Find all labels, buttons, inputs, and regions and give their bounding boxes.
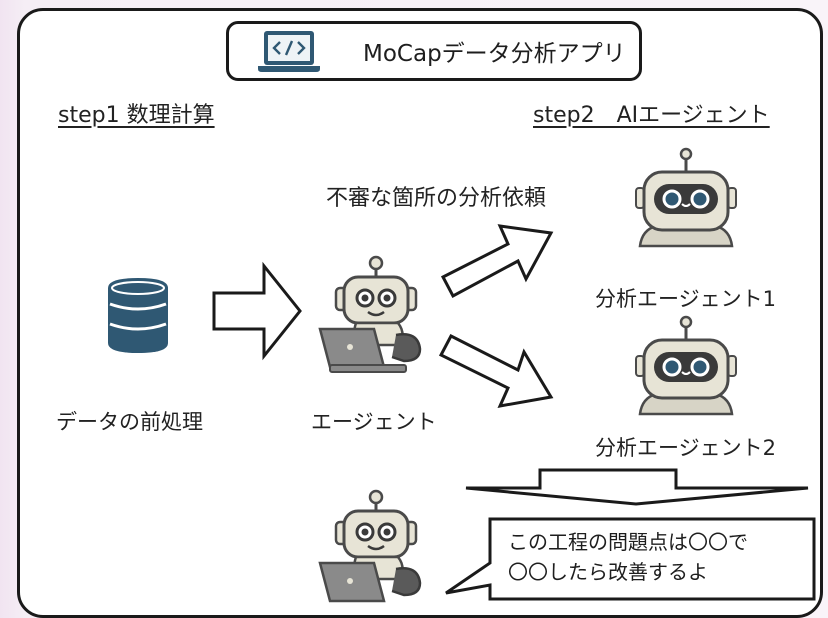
arrow-to-analysis-2 — [438, 333, 554, 408]
step2-heading: step2 AIエージェント — [533, 103, 770, 128]
preprocess-label: データの前処理 — [56, 410, 203, 434]
request-label: 不審な箇所の分析依頼 — [326, 186, 547, 211]
result-robot-icon — [318, 489, 422, 603]
analysis-agent-2-label: 分析エージェント2 — [595, 436, 776, 460]
laptop-code-icon — [258, 31, 320, 72]
step1-heading: step1 数理計算 — [58, 103, 215, 128]
app-title: MoCapデータ分析アプリ — [363, 41, 626, 67]
arrow-to-agent — [212, 261, 302, 361]
arrow-down-result — [465, 468, 809, 506]
agent-robot-icon — [318, 255, 422, 373]
bubble-line-1: この工程の問題点は〇〇で — [508, 530, 748, 554]
analysis-agent-1-label: 分析エージェント1 — [595, 287, 776, 311]
analysis-robot-2-icon — [635, 315, 737, 416]
agent-label: エージェント — [311, 410, 437, 434]
analysis-robot-1-icon — [635, 147, 737, 248]
speech-bubble-text: この工程の問題点は〇〇で 〇〇したら改善するよ — [508, 527, 748, 587]
arrow-to-analysis-1 — [440, 224, 554, 299]
database-icon — [108, 278, 168, 353]
bubble-line-2: 〇〇したら改善するよ — [508, 560, 708, 584]
speech-bubble — [445, 517, 816, 601]
